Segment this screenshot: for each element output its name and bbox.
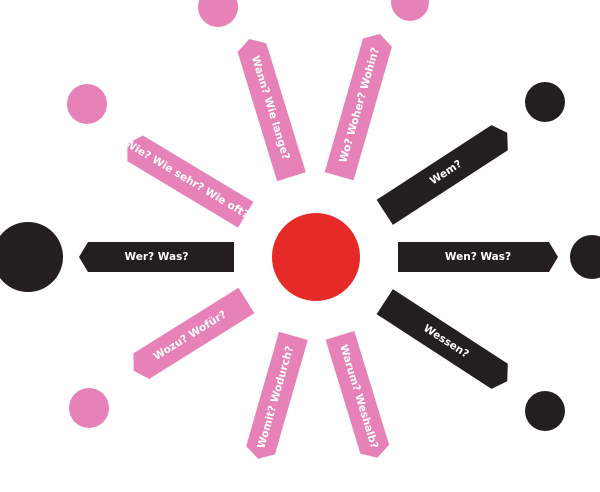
- ray-wann-wie-lange-shape: [237, 39, 306, 182]
- dot-wie-wie-sehr-wie-oft: [67, 84, 107, 124]
- ray-wen-was: Wen? Was?: [398, 242, 558, 272]
- ray-wie-wie-sehr-wie-oft-shape: [127, 135, 254, 228]
- ray-womit-wodurch: Womit? Wodurch?: [246, 331, 308, 459]
- ray-warum-weshalb-shape: [325, 331, 390, 458]
- ray-wo-woher-wohin: Wo? Woher? Wohin?: [324, 34, 392, 181]
- ray-end-dots: [0, 0, 600, 431]
- ray-wer-was: Wer? Was?: [79, 242, 234, 272]
- ray-wen-was-shape: [398, 242, 558, 272]
- ray-wem-shape: [376, 125, 508, 225]
- ray-wessen-shape: [376, 289, 508, 389]
- dot-wessen: [525, 391, 565, 431]
- ray-wo-woher-wohin-shape: [324, 34, 392, 181]
- ray-wie-wie-sehr-wie-oft-label: Wie? Wie sehr? Wie oft?: [122, 137, 250, 221]
- ray-warum-weshalb: Warum? Weshalb?: [325, 331, 390, 458]
- ray-wozu-wofuer-shape: [133, 287, 255, 379]
- dot-wen-was: [570, 235, 600, 279]
- ray-wann-wie-lange: Wann? Wie lange?: [237, 39, 306, 182]
- dot-wo-woher-wohin: [391, 0, 429, 21]
- ray-wessen: Wessen?: [376, 289, 508, 389]
- ray-wer-was-label: Wer? Was?: [125, 251, 189, 263]
- ray-womit-wodurch-shape: [246, 331, 308, 459]
- ray-wozu-wofuer: Wozu? Wofür?: [133, 287, 255, 379]
- ray-wie-wie-sehr-wie-oft: Wie? Wie sehr? Wie oft?: [122, 135, 254, 228]
- center-circle: [272, 213, 360, 301]
- ray-wem: Wem?: [376, 125, 508, 225]
- ray-wer-was-shape: [79, 242, 234, 272]
- dot-wer-was: [0, 222, 63, 292]
- ray-wen-was-label: Wen? Was?: [445, 251, 511, 263]
- dot-wem: [525, 82, 565, 122]
- dot-wozu-wofuer: [69, 388, 109, 428]
- dot-wann-wie-lange: [198, 0, 238, 27]
